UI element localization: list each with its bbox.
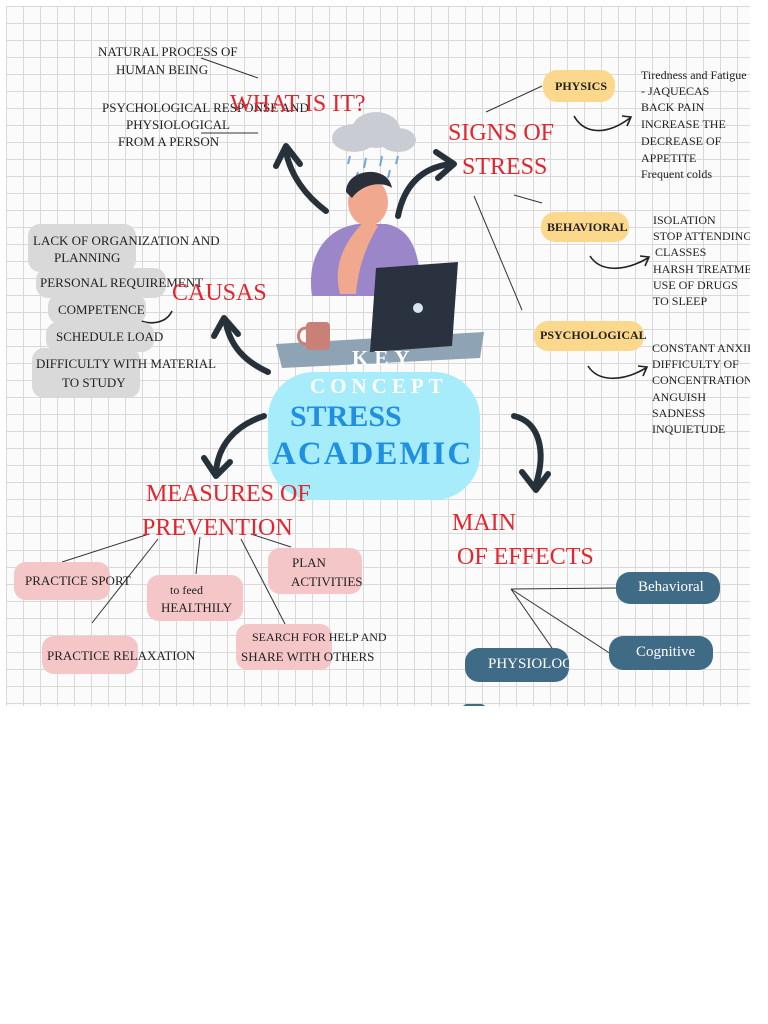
psychological-item: CONCENTRATION xyxy=(652,373,750,387)
behavioral-label: BEHAVIORAL xyxy=(547,220,628,234)
cause-material-line-2: TO STUDY xyxy=(62,375,126,390)
prevention-help-line-2: SHARE WITH OTHERS xyxy=(241,649,375,664)
psychological-label: PSYCHOLOGICAL xyxy=(540,328,647,342)
behavioral-tag xyxy=(541,212,629,242)
stressed-student-illustration xyxy=(276,112,484,368)
prevention-pill-relax xyxy=(42,636,138,674)
physics-item: - JAQUECAS xyxy=(641,84,710,98)
prevention-plan-line-1: PLAN xyxy=(292,555,326,570)
center-concept-bubble xyxy=(268,372,480,500)
cause-pill-organization xyxy=(28,224,136,272)
psychological-item: CONSTANT ANXIETY xyxy=(652,341,750,355)
effect-behavioral: Behavioral xyxy=(638,579,704,595)
what-is-it-line-2: HUMAN BEING xyxy=(116,62,209,77)
signs-title-line-2: STRESS xyxy=(462,154,548,180)
cause-pill-requirement xyxy=(36,268,166,298)
cause-competence: COMPETENCE xyxy=(58,302,145,317)
rain-cloud-icon xyxy=(332,112,416,179)
what-is-it-title: WHAT IS IT? xyxy=(230,91,366,117)
prevention-title-line-1: MEASURES OF xyxy=(146,481,311,507)
prevention-feed-line-2: HEALTHILY xyxy=(161,600,233,615)
effect-pill-cognitive xyxy=(609,636,713,670)
physics-item: INCREASE THE xyxy=(641,117,726,131)
behavioral-item: USE OF DRUGS xyxy=(653,278,738,292)
prevention-pill-help xyxy=(236,624,332,670)
what-is-it-line-3: PSYCHOLOGICAL RESPONSE AND xyxy=(102,100,309,115)
physics-item: Frequent colds xyxy=(641,167,712,181)
cause-pill-competence xyxy=(48,294,146,324)
effect-pill-physiological xyxy=(465,648,569,682)
behavioral-item: TO SLEEP xyxy=(653,294,708,308)
signs-title-line-1: SIGNS OF xyxy=(448,120,555,146)
psychological-item: ANGUISH xyxy=(652,390,706,404)
prevention-feed-line-1: to feed xyxy=(170,583,203,597)
cause-schedule: SCHEDULE LOAD xyxy=(56,329,164,344)
effect-cognitive: Cognitive xyxy=(636,644,696,660)
prevention-help-line-1: SEARCH FOR HELP AND xyxy=(252,630,387,644)
psychological-item: DIFFICULTY OF xyxy=(652,357,739,371)
effect-pill-behavioral xyxy=(616,572,720,604)
physics-item: BACK PAIN xyxy=(641,100,705,114)
center-key-label: KEY xyxy=(352,346,416,370)
cause-requirement: PERSONAL REQUIREMENT xyxy=(40,275,204,290)
mind-map-board: KEY CONCEPT STRESS ACADEMIC NATURAL PROC… xyxy=(6,6,750,706)
psychological-item: SADNESS xyxy=(652,406,706,420)
prevention-pill-sport xyxy=(14,562,110,600)
behavioral-item: ISOLATION xyxy=(653,213,716,227)
physics-item: Tiredness and Fatigue xyxy=(641,68,747,82)
connectors xyxy=(61,57,651,662)
behavioral-item: STOP ATTENDING xyxy=(653,229,750,243)
cause-pill-schedule xyxy=(46,322,154,352)
cause-organization-line-1: LACK OF ORGANIZATION AND xyxy=(33,233,220,248)
psychological-item: INQUIETUDE xyxy=(652,422,726,436)
center-academic-label: ACADEMIC xyxy=(272,436,474,472)
effect-physiological: PHYSIOLOG xyxy=(488,656,574,672)
physics-label: PHYSICS xyxy=(555,79,608,93)
physics-tag xyxy=(543,70,615,102)
cause-organization-line-2: PLANNING xyxy=(54,250,121,265)
behavioral-item: CLASSES xyxy=(655,245,707,259)
causes-title: CAUSAS xyxy=(172,280,267,306)
physics-item: DECREASE OF xyxy=(641,134,722,148)
center-concept-label: CONCEPT xyxy=(310,374,448,398)
prevention-plan-line-2: ACTIVITIES xyxy=(291,574,363,589)
prevention-relax: PRACTICE RELAXATION xyxy=(47,648,196,663)
behavioral-item: HARSH TREATMENT xyxy=(653,262,750,276)
prevention-pill-feed xyxy=(147,575,243,621)
cause-pill-material xyxy=(32,348,140,398)
what-is-it-line-1: NATURAL PROCESS OF xyxy=(98,44,238,59)
effects-title-line-2: OF EFFECTS xyxy=(457,544,594,570)
prevention-pill-plan xyxy=(268,548,362,594)
effect-pill-cut-off xyxy=(462,704,486,706)
what-is-it-line-5: FROM A PERSON xyxy=(118,134,220,149)
center-stress-label: STRESS xyxy=(290,400,402,433)
cause-material-line-1: DIFFICULTY WITH MATERIAL xyxy=(36,356,217,371)
prevention-sport: PRACTICE SPORT xyxy=(25,573,131,588)
prevention-title-line-2: PREVENTION xyxy=(142,515,293,541)
effects-title-line-1: MAIN xyxy=(452,510,516,536)
what-is-it-line-4: PHYSIOLOGICAL xyxy=(126,117,230,132)
psychological-tag xyxy=(534,321,644,351)
physics-item: APPETITE xyxy=(641,151,697,165)
